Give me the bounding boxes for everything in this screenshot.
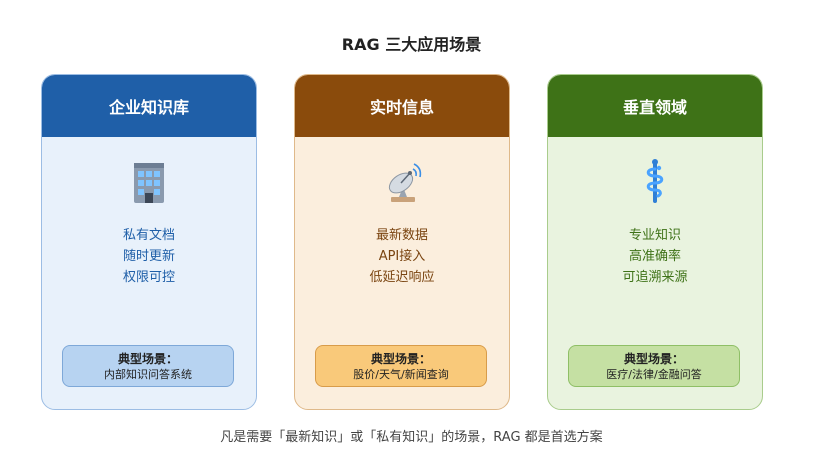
scene-value: 股价/天气/新闻查询 — [353, 368, 449, 381]
card-vertical-domain: 垂直领域 专业知识 高准确率 可追溯来源 典型场景： 医疗/法律/金融问答 — [547, 74, 763, 410]
scene-value: 医疗/法律/金融问答 — [606, 368, 702, 381]
card-realtime-info: 实时信息 最新数据 API接入 低延迟响应 典型场景： 股价/天气/新闻查询 — [294, 74, 510, 410]
typical-scene-box: 典型场景： 内部知识问答系统 — [62, 345, 234, 387]
feature-item: API接入 — [378, 249, 426, 264]
feature-item: 高准确率 — [628, 249, 681, 264]
scene-label: 典型场景： — [623, 352, 684, 366]
feature-item: 可追溯来源 — [622, 270, 688, 285]
feature-item: 随时更新 — [122, 249, 175, 264]
card-header: 实时信息 — [295, 75, 509, 137]
card-header: 企业知识库 — [42, 75, 256, 137]
feature-item: 低延迟响应 — [369, 270, 435, 285]
satellite-antenna-icon — [388, 163, 422, 202]
scene-label: 典型场景： — [117, 352, 178, 366]
typical-scene-box: 典型场景： 医疗/法律/金融问答 — [568, 345, 740, 387]
feature-item: 最新数据 — [375, 228, 428, 243]
diagram-title: RAG 三大应用场景 — [341, 35, 482, 54]
scene-value: 内部知识问答系统 — [104, 368, 192, 381]
card-header: 垂直领域 — [548, 75, 762, 137]
feature-item: 权限可控 — [122, 270, 175, 285]
feature-item: 私有文档 — [122, 228, 175, 243]
feature-list: 私有文档 随时更新 权限可控 — [42, 225, 256, 288]
footer-note: 凡是需要「最新知识」或「私有知识」的场景，RAG 都是首选方案 — [220, 430, 603, 445]
feature-list: 最新数据 API接入 低延迟响应 — [295, 225, 509, 288]
scene-label: 典型场景： — [370, 352, 431, 366]
feature-item: 专业知识 — [628, 228, 681, 243]
card-enterprise-knowledge: 企业知识库 私有文档 随时更新 权限可控 典型场景： 内部知识问答系统 — [41, 74, 257, 410]
feature-list: 专业知识 高准确率 可追溯来源 — [548, 225, 762, 288]
typical-scene-box: 典型场景： 股价/天气/新闻查询 — [315, 345, 487, 387]
medical-staff-icon — [646, 159, 664, 203]
office-building-icon — [134, 163, 164, 203]
